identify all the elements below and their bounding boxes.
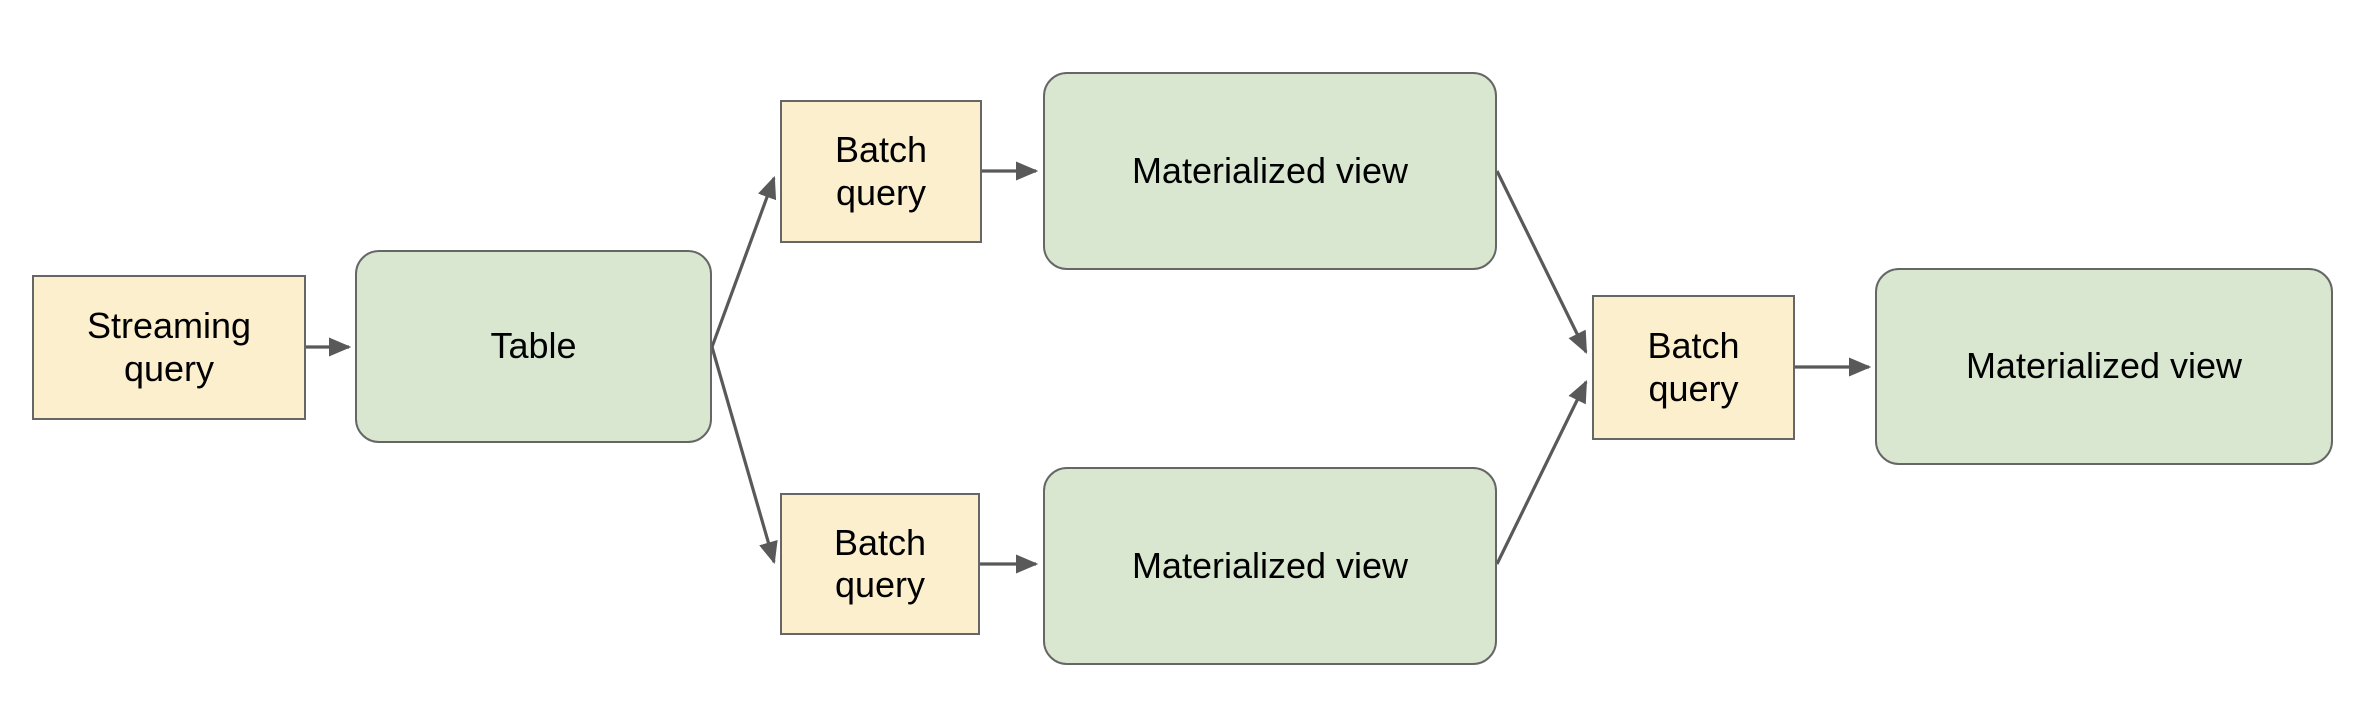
edge-table-to-batch-query-top	[710, 175, 777, 348]
edge-mv-top-to-batch-query-center	[1495, 170, 1588, 355]
node-materialized-view-top[interactable]: Materialized view	[1043, 72, 1497, 270]
node-table[interactable]: Table	[355, 250, 712, 443]
edge-mv-bottom-to-batch-query-center	[1495, 379, 1588, 565]
node-batch-query-bottom[interactable]: Batch query	[780, 493, 980, 635]
node-materialized-view-right[interactable]: Materialized view	[1875, 268, 2333, 465]
node-batch-query-top[interactable]: Batch query	[780, 100, 982, 243]
node-materialized-view-bottom[interactable]: Materialized view	[1043, 467, 1497, 665]
edge-table-to-batch-query-bottom	[710, 346, 778, 565]
node-batch-query-center[interactable]: Batch query	[1592, 295, 1795, 440]
node-streaming-query[interactable]: Streaming query	[32, 275, 306, 420]
